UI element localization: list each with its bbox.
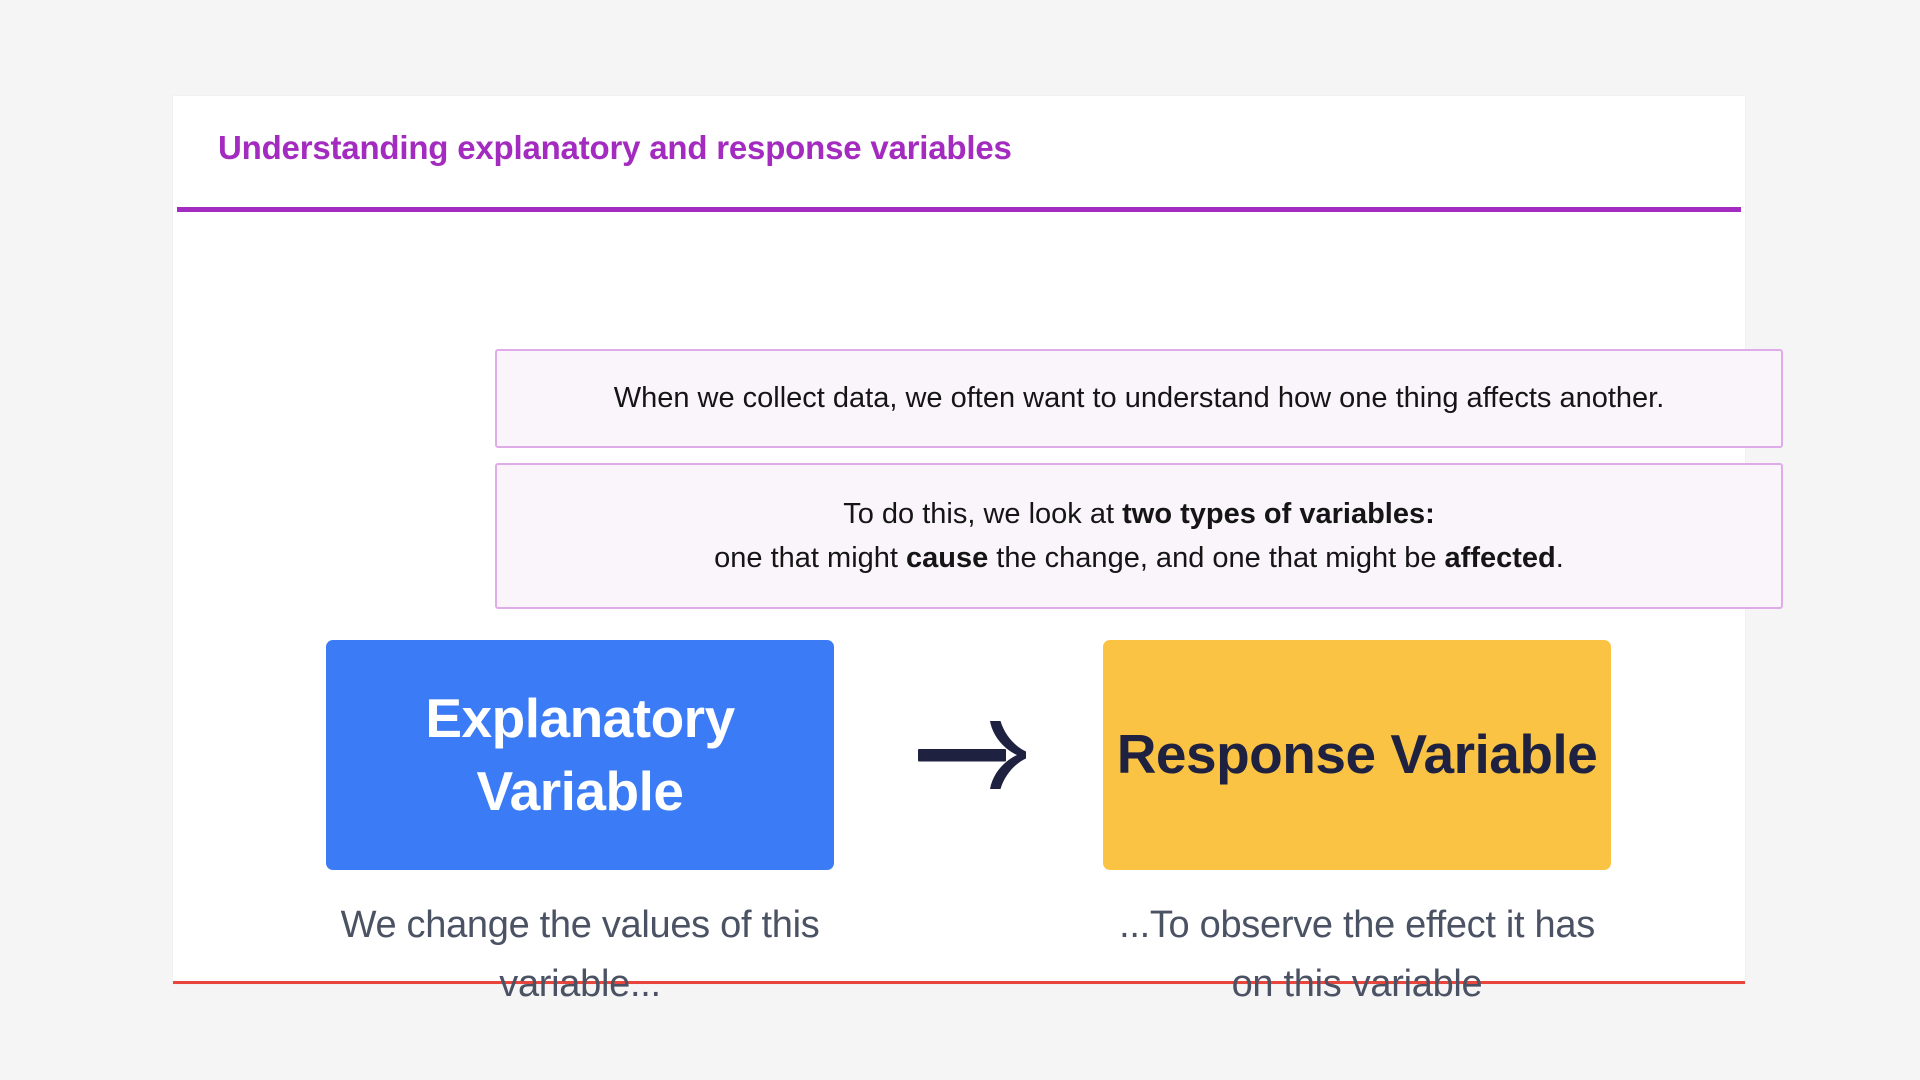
explanatory-variable-box: Explanatory Variable	[326, 640, 834, 870]
explanatory-variable-caption: We change the values of this variable...	[340, 904, 820, 1005]
intro-statement-text: When we collect data, we often want to u…	[613, 382, 1665, 415]
page-title: Understanding explanatory and response v…	[218, 129, 1012, 166]
variable-diagram: Explanatory Variable Response Variable	[173, 640, 1745, 876]
variable-types-line-1: To do this, we look at two types of vari…	[843, 492, 1435, 536]
card-header: Understanding explanatory and response v…	[173, 96, 1745, 212]
title-divider	[177, 207, 1741, 212]
variable-types-line-2-part-3: .	[1555, 542, 1564, 574]
variable-types-line-2-part-1: one that might	[714, 542, 907, 574]
variable-types-line-1-emphasis: two types of variables:	[1122, 497, 1435, 530]
intro-statement-box: When we collect data, we often want to u…	[495, 349, 1783, 448]
variable-types-line-2: one that might cause the change, and one…	[714, 536, 1564, 580]
variable-types-cause-emphasis: cause	[906, 542, 989, 574]
variable-types-line-1-prefix: To do this, we look at	[843, 497, 1123, 530]
lesson-card: Understanding explanatory and response v…	[173, 96, 1783, 1005]
variable-types-affected-emphasis: affected	[1444, 542, 1556, 574]
response-variable-caption: ...To observe the effect it has on this …	[1119, 904, 1595, 1005]
response-variable-box: Response Variable	[1103, 640, 1611, 870]
variable-types-box: To do this, we look at two types of vari…	[495, 463, 1783, 609]
arrow-right-icon	[914, 716, 1044, 794]
variable-types-line-2-part-2: the change, and one that might be	[988, 542, 1445, 574]
